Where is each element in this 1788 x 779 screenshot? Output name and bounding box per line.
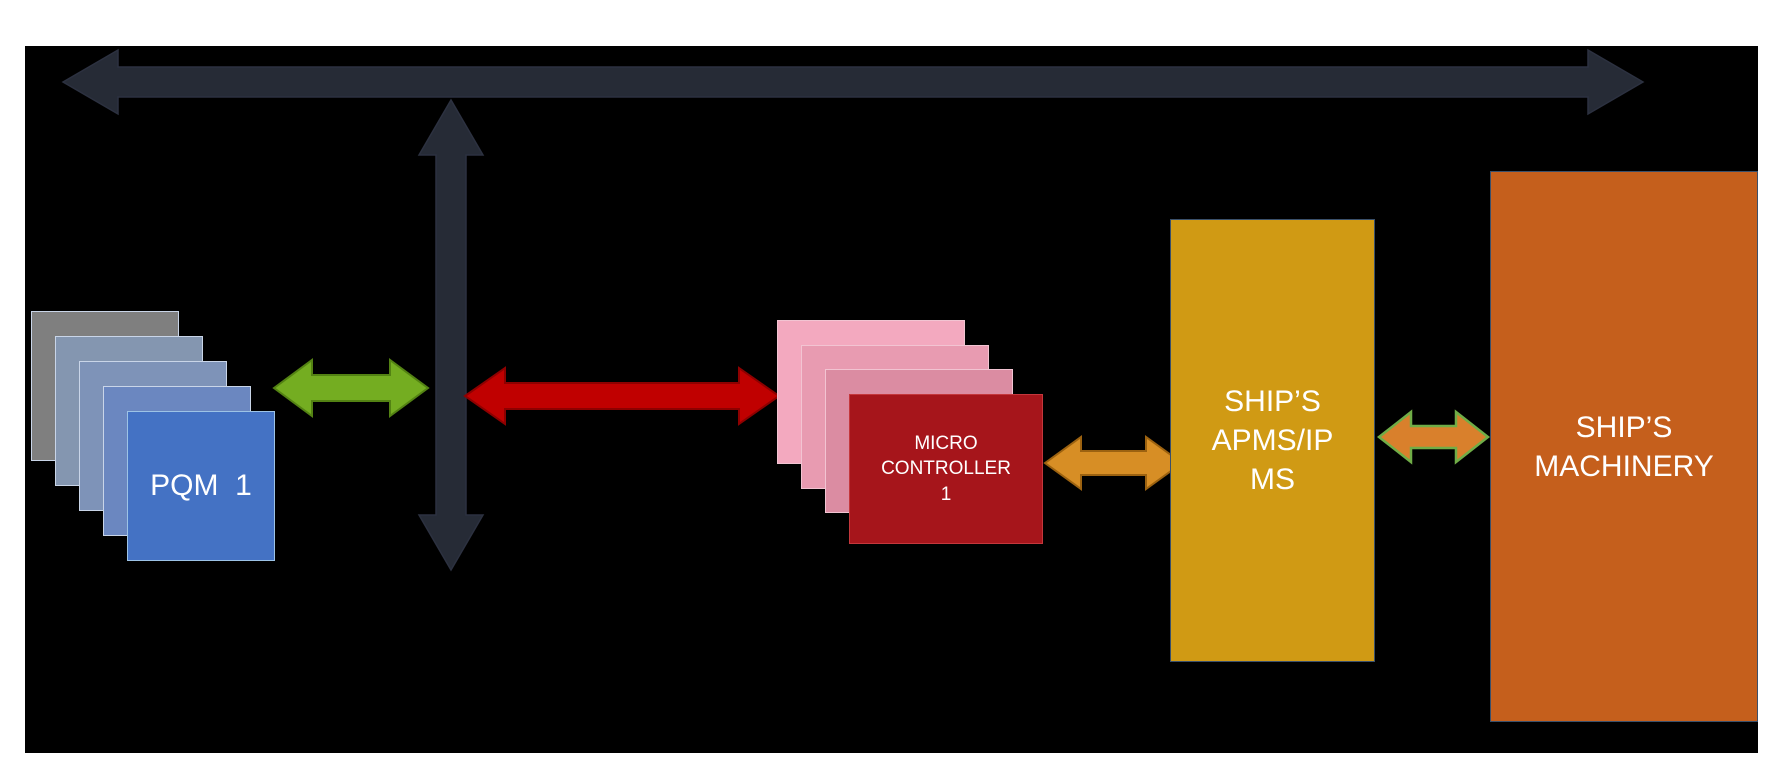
machinery-node: SHIP’S MACHINERY [1490, 171, 1758, 722]
microcontroller-node: MICRO CONTROLLER 1 [849, 394, 1043, 544]
microcontroller-label-line-3: 1 [940, 483, 952, 505]
machinery-label: SHIP’S MACHINERY [1534, 410, 1714, 483]
bus-vertical-arrow [417, 98, 485, 572]
micro-apms-link-arrow [1043, 435, 1184, 491]
diagram-canvas: PQM 1 MICRO CONTROLLER 1 SHIP’S APMS/IPM… [25, 46, 1758, 753]
microcontroller-label-line-2: CONTROLLER [881, 458, 1011, 480]
bus-horizontal-arrow-shape [61, 48, 1645, 116]
pqm-bus-link-arrow [272, 358, 430, 418]
apms-machinery-link-arrow-shape [1376, 409, 1491, 465]
microcontroller-label: MICRO CONTROLLER 1 [881, 431, 1011, 508]
micro-apms-link-arrow-shape [1043, 435, 1184, 491]
apms-node: SHIP’S APMS/IPMS [1170, 219, 1375, 662]
bus-micro-link-arrow [463, 366, 781, 426]
pqm-bus-link-arrow-shape [272, 358, 430, 418]
bus-horizontal-arrow [61, 48, 1645, 116]
apms-label: SHIP’S APMS/IPMS [1211, 385, 1334, 496]
apms-machinery-link-arrow [1376, 409, 1491, 465]
bus-micro-link-arrow-shape [463, 366, 781, 426]
pqm-label: PQM 1 [150, 469, 252, 502]
microcontroller-label-line-1: MICRO [914, 432, 978, 454]
bus-vertical-arrow-shape [417, 98, 485, 572]
pqm-node: PQM 1 [127, 411, 275, 561]
